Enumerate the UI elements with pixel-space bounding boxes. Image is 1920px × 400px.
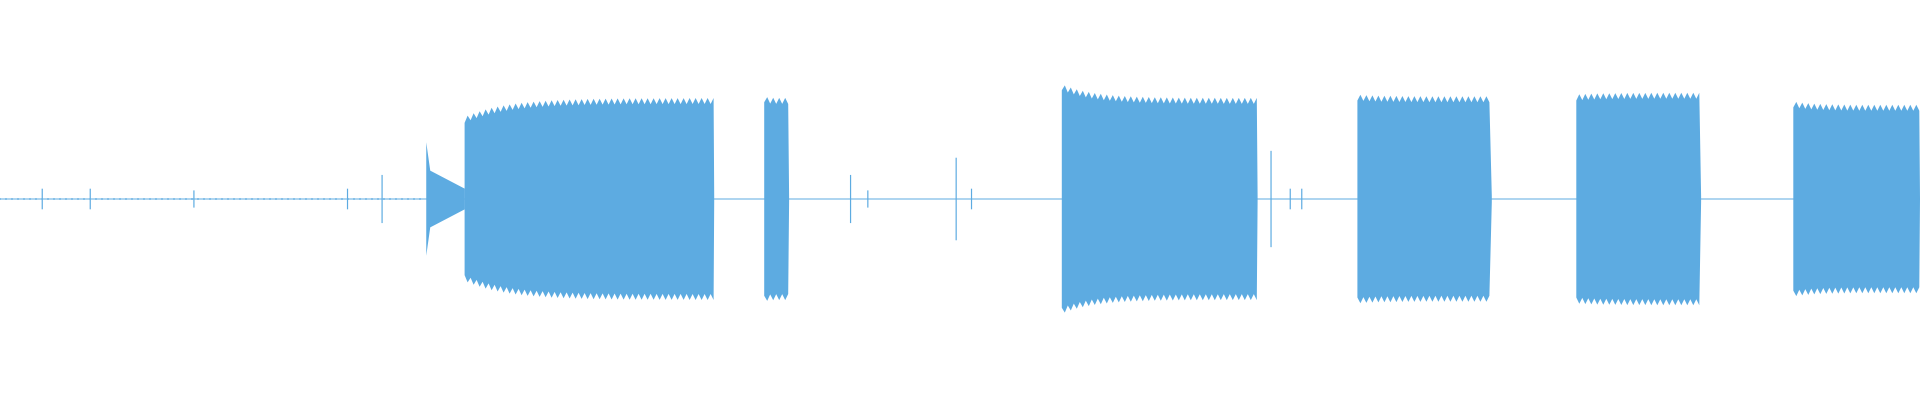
waveform-tone-13: [1061, 85, 1258, 313]
waveform-tone-18: [1576, 92, 1702, 306]
waveform-tone-17: [1357, 94, 1492, 304]
waveform-tone-8: [764, 97, 790, 301]
waveform-marks: [0, 85, 1920, 313]
waveform-tone-19: [1793, 101, 1920, 297]
waveform-burst-6: [426, 142, 465, 256]
waveform-tone-7: [464, 98, 715, 300]
